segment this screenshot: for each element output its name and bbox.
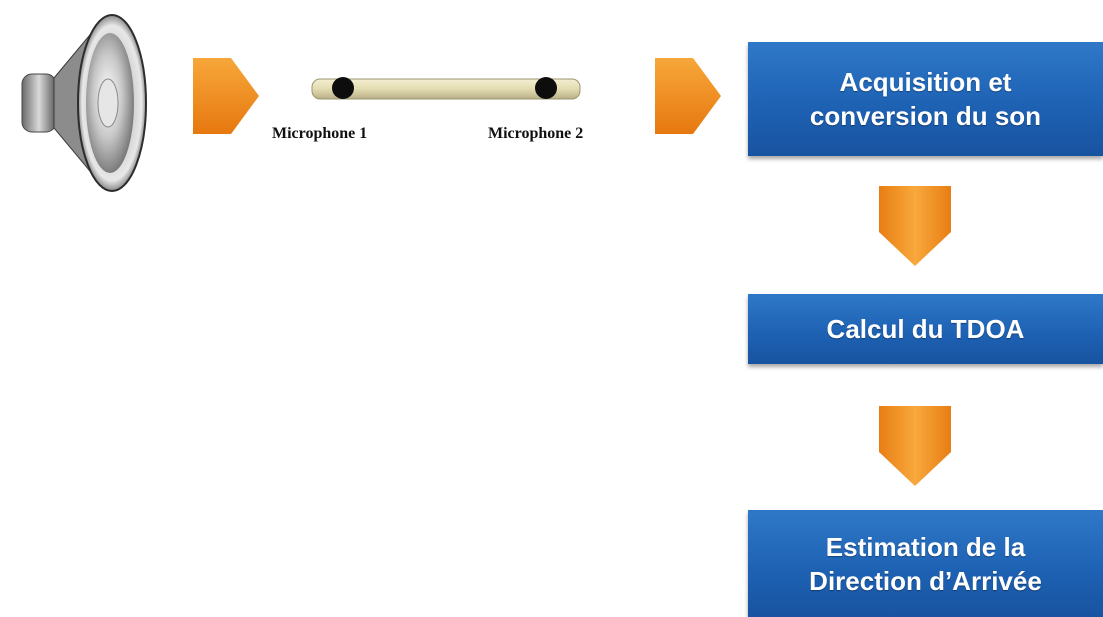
step-doa-box: Estimation de la Direction d’Arrivée (748, 510, 1103, 617)
step-acquisition-line-2: conversion du son (809, 101, 1042, 131)
speaker-icon (21, 14, 147, 192)
microphone-1-icon (332, 77, 354, 99)
step-tdoa-box: Calcul du TDOA (748, 294, 1103, 364)
flow-arrow-right-icon (655, 58, 721, 134)
microphone-2-icon (535, 77, 557, 99)
flow-arrow-down-icon (879, 406, 951, 486)
step-doa-line-2: Direction d’Arrivée (809, 565, 1042, 596)
step-doa-line-1: Estimation de la (825, 531, 1026, 562)
microphone-1-label: Microphone 1 (272, 125, 368, 142)
microphone-2-label: Microphone 2 (488, 125, 584, 142)
step-acquisition-box: Acquisition et conversion du son (748, 42, 1103, 156)
step-tdoa-line-1: Calcul du TDOA (826, 314, 1025, 344)
flow-arrow-right-icon (193, 58, 259, 134)
microphone-bar-icon (311, 77, 581, 100)
step-acquisition-line-1: Acquisition et (839, 67, 1012, 97)
flow-arrow-down-icon (879, 186, 951, 266)
